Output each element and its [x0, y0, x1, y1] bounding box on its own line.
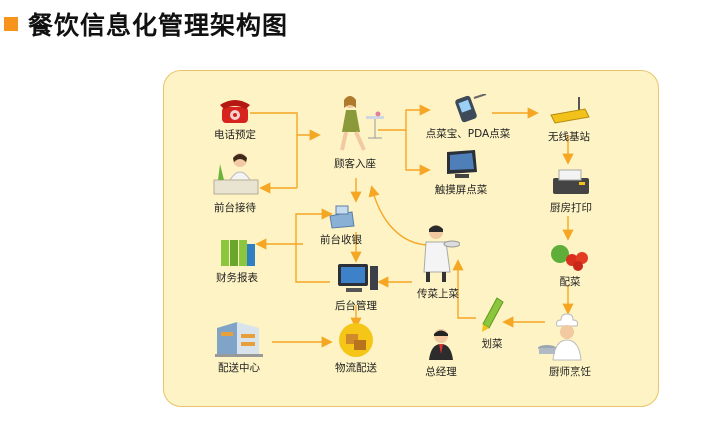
wireless-router-icon	[547, 95, 591, 127]
label-manager: 总经理	[425, 366, 457, 378]
page-title: 餐饮信息化管理架构图	[28, 11, 289, 40]
node-cashier: 前台收银	[306, 204, 376, 247]
receptionist-icon	[210, 150, 260, 198]
printer-icon	[549, 168, 593, 198]
node-chef: 厨师烹饪	[534, 312, 606, 379]
node-manager: 总经理	[416, 326, 466, 379]
label-seat: 顾客入座	[334, 158, 376, 170]
chef-icon	[537, 312, 603, 362]
manager-icon	[423, 326, 459, 362]
building-icon	[213, 314, 265, 358]
pen-icon	[477, 296, 507, 334]
arrow-seat-touch	[405, 130, 431, 176]
label-touch: 触摸屏点菜	[434, 184, 488, 196]
label-reception: 前台接待	[214, 202, 256, 214]
binders-icon	[217, 236, 257, 268]
title-bar: 餐饮信息化管理架构图	[4, 6, 288, 42]
node-serve: 传菜上菜	[410, 222, 466, 301]
computer-icon	[332, 262, 380, 296]
arrow-seat-pda	[378, 104, 431, 131]
node-logistics: 物流配送	[326, 322, 386, 375]
arrow-serve-seat	[368, 185, 431, 246]
label-reports: 财务报表	[216, 272, 258, 284]
label-serve: 传菜上菜	[417, 288, 459, 300]
node-backend: 后台管理	[318, 262, 394, 313]
boxes-icon	[336, 322, 376, 358]
node-touch: 触摸屏点菜	[424, 148, 498, 197]
label-strike: 划菜	[481, 338, 503, 350]
telephone-icon	[218, 95, 252, 125]
label-pda: 点菜宝、PDA点菜	[425, 128, 511, 140]
label-logistics: 物流配送	[335, 362, 377, 374]
label-distribution: 配送中心	[218, 362, 260, 374]
label-backend: 后台管理	[335, 300, 377, 312]
waiter-icon	[416, 222, 460, 284]
label-dish: 配菜	[559, 276, 581, 288]
node-seat: 顾客入座	[318, 92, 392, 171]
touchscreen-icon	[441, 148, 481, 180]
arrow-phone-seat	[250, 112, 321, 141]
node-phone: 电话预定	[205, 95, 265, 142]
label-cashier: 前台收银	[320, 234, 362, 246]
node-printer: 厨房打印	[540, 168, 602, 215]
node-reception: 前台接待	[200, 150, 270, 215]
label-chef: 厨师烹饪	[549, 366, 591, 378]
node-reports: 财务报表	[204, 236, 270, 285]
node-strike: 划菜	[472, 296, 512, 351]
arrow-strike-serve	[452, 259, 476, 319]
seated-customer-icon	[320, 92, 390, 154]
node-distribution: 配送中心	[206, 314, 272, 375]
pda-icon	[448, 94, 488, 124]
node-dish: 配菜	[542, 240, 598, 289]
title-bullet-icon	[4, 17, 18, 31]
vegetables-icon	[548, 240, 592, 272]
arrow-backend-cashier	[295, 208, 333, 283]
node-pda: 点菜宝、PDA点菜	[420, 94, 516, 141]
label-wifi: 无线基站	[548, 131, 590, 143]
node-wifi: 无线基站	[536, 95, 602, 144]
label-printer: 厨房打印	[550, 202, 592, 214]
cash-register-icon	[326, 204, 356, 230]
label-phone: 电话预定	[214, 129, 256, 141]
